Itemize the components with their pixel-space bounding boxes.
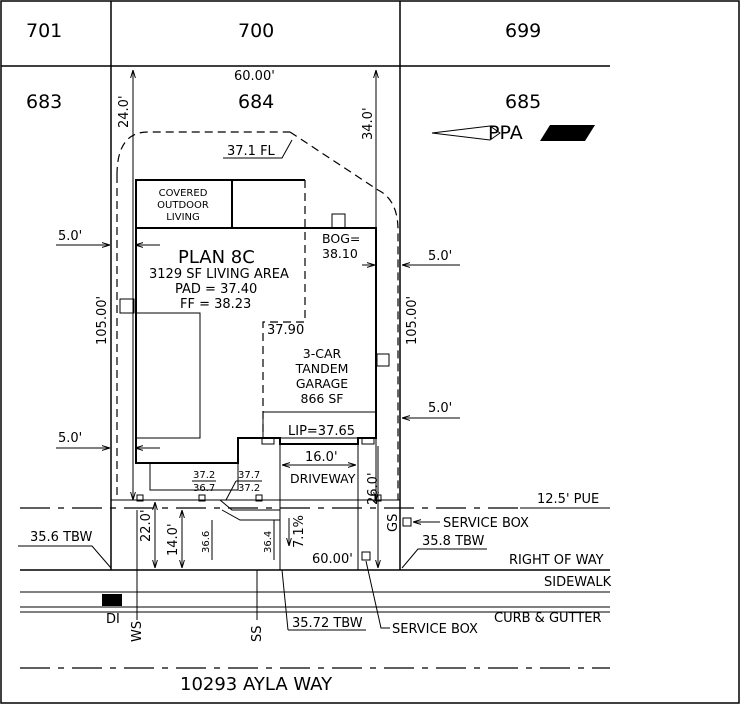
service-box-1-icon (402, 517, 412, 527)
driveway-label: DRIVEWAY (290, 471, 356, 486)
pad-label: PAD = 37.40 (175, 282, 257, 297)
garage-apron (262, 411, 377, 439)
garage-label-3: GARAGE (296, 376, 348, 391)
utility-box-right (376, 353, 390, 367)
plan-label: PLAN 8C (178, 247, 255, 268)
elev-37-2b: 37.2 (238, 483, 260, 494)
corner-mark-2 (198, 494, 206, 502)
setback-left-top: 5.0' (58, 229, 82, 244)
tbw-left: 35.6 TBW (30, 530, 92, 545)
tbw-right-leader (401, 548, 487, 569)
lot-685: 685 (505, 91, 541, 113)
corner-mark-3 (255, 494, 263, 502)
setback-left-bottom: 5.0' (58, 431, 82, 446)
lot-683: 683 (26, 91, 62, 113)
north-arrow-label: PPA (488, 122, 523, 144)
garage-label-4: 866 SF (301, 391, 344, 406)
north-arrow-icon: PPA (431, 122, 595, 144)
dim-top-width: 60.00' (234, 69, 275, 84)
covered-label-3: LIVING (166, 212, 200, 223)
fl-label: 37.1 FL (227, 144, 276, 159)
fl-leader (223, 139, 293, 159)
lot-699: 699 (505, 20, 541, 42)
ss-label: SS (250, 625, 265, 642)
garage-label-2: TANDEM (295, 361, 349, 376)
pue-label: 12.5' PUE (537, 492, 599, 507)
drain-right (361, 437, 375, 445)
setback-right-top: 5.0' (428, 249, 452, 264)
service-box-2-leader (365, 560, 390, 629)
house-unhatched-area (135, 312, 201, 439)
service-box-2-icon (361, 551, 371, 561)
elev-36-4: 36.4 (263, 531, 274, 553)
sidewalk-label: SIDEWALK (544, 575, 612, 590)
dim-left-depth: 105.00' (95, 296, 110, 345)
elev-leader (225, 480, 237, 501)
dim-front-left: 24.0' (117, 95, 132, 128)
tbw-left-leader (18, 545, 112, 569)
dim-right-depth: 105.00' (405, 296, 420, 345)
tbw-bottom-leader (281, 569, 289, 631)
garage-elev: 37.90 (267, 323, 304, 338)
corner-mark-1 (136, 494, 144, 502)
walkway-3 (221, 509, 280, 521)
garage-label-1: 3-CAR (303, 346, 342, 361)
lot-684: 684 (238, 91, 274, 113)
driveway-width: 16.0' (305, 450, 338, 465)
street-name: 10293 AYLA WAY (180, 674, 333, 695)
drain-left (261, 437, 275, 445)
ff-label: FF = 38.23 (180, 297, 251, 312)
second-floor-outline (262, 180, 306, 438)
setback-right-bottom: 5.0' (428, 401, 452, 416)
lip-label: LIP=37.65 (288, 424, 355, 439)
covered-label-1: COVERED (159, 188, 208, 199)
tbw-bottom: 35.72 TBW (292, 616, 363, 631)
service-box-1-label: SERVICE BOX (443, 516, 529, 531)
utility-box-left (119, 298, 135, 314)
elev-37-2a: 37.2 (193, 470, 215, 481)
living-area-label: 3129 SF LIVING AREA (149, 267, 289, 282)
dim-22: 22.0' (139, 509, 154, 542)
dim-front-right: 34.0' (361, 107, 376, 140)
lot-700: 700 (238, 20, 274, 42)
dim-14: 14.0' (166, 523, 181, 556)
slope-label: 7.1% (292, 515, 307, 548)
elev-36-7: 36.7 (193, 483, 215, 494)
drain-inlet-icon (102, 594, 122, 606)
dim-26: 26.0' (366, 472, 381, 505)
utility-box-rear (331, 213, 346, 229)
elev-37-7: 37.7 (238, 470, 260, 481)
covered-label-2: OUTDOOR (157, 200, 209, 211)
tbw-right: 35.8 TBW (422, 534, 484, 549)
drainage-swale-right (289, 131, 399, 500)
walkway-2 (219, 499, 280, 511)
bog-label-1: BOG= (322, 231, 360, 246)
gs-label: GS (386, 514, 401, 532)
service-box-2-label: SERVICE BOX (392, 622, 478, 637)
lot-701: 701 (26, 20, 62, 42)
bog-label-2: 38.10 (322, 246, 358, 261)
ws-label: WS (130, 621, 145, 642)
elev-36-6: 36.6 (201, 531, 212, 553)
di-label: DI (106, 612, 120, 627)
covered-outdoor-living (135, 179, 233, 229)
curb-label: CURB & GUTTER (494, 611, 601, 626)
walkway (149, 463, 239, 491)
right-of-way-label: RIGHT OF WAY (509, 553, 604, 568)
dim-bottom-width: 60.00' (312, 552, 353, 567)
